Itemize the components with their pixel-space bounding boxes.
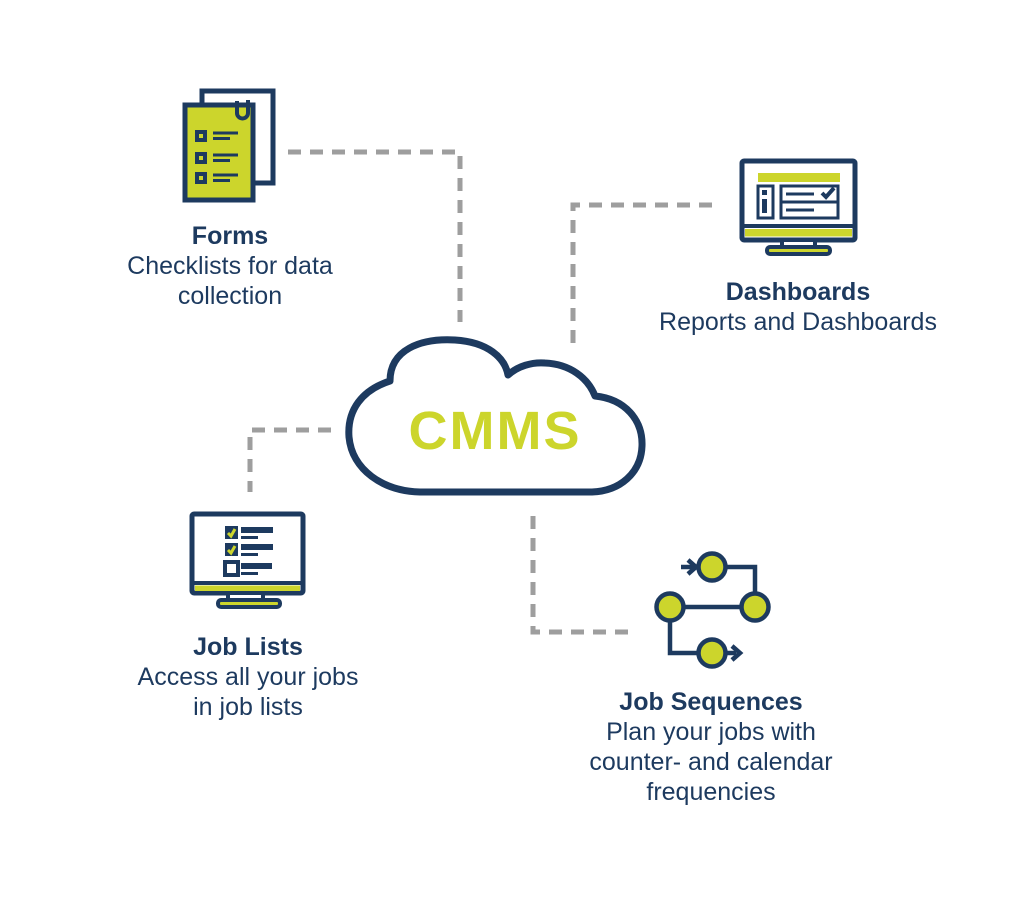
sequence-node-1 xyxy=(696,551,728,583)
dashboard-monitor-icon xyxy=(739,158,858,256)
flow-sequence-icon xyxy=(654,551,771,669)
arrow-out-icon xyxy=(730,644,744,662)
monitor-base xyxy=(216,598,282,609)
job-lists-label-block: Job Lists Access all your jobs in job li… xyxy=(95,632,401,722)
monitor-base xyxy=(765,245,832,256)
checkbox-rows xyxy=(195,130,238,184)
connector-dashboards-to-cloud xyxy=(570,202,712,350)
dashboard-header-bar xyxy=(758,173,840,182)
sequence-node-3 xyxy=(654,591,686,623)
dashboards-title: Dashboards xyxy=(725,278,871,306)
job-sequences-desc-line: counter- and calendar xyxy=(589,748,833,776)
job-sequences-desc-line: frequencies xyxy=(646,778,776,806)
monitor-bezel xyxy=(195,585,300,591)
arrow-in-icon xyxy=(686,558,700,576)
dashboard-side-panel xyxy=(756,184,775,220)
job-lists-title: Job Lists xyxy=(193,633,303,661)
job-sequences-desc-line: Plan your jobs with xyxy=(606,718,816,746)
monitor-bezel xyxy=(745,229,852,237)
job-sequences-label-block: Job Sequences Plan your jobs with counte… xyxy=(546,687,876,807)
forms-desc-line: Checklists for data xyxy=(127,252,333,280)
dashboards-label-block: Dashboards Reports and Dashboards xyxy=(618,277,978,337)
forms-label-block: Forms Checklists for data collection xyxy=(75,221,385,311)
job-lists-desc-line: in job lists xyxy=(193,693,303,721)
connector-cloud-to-joblists xyxy=(247,427,331,492)
dashboards-desc-line: Reports and Dashboards xyxy=(659,308,937,336)
forms-desc-line: collection xyxy=(177,282,283,310)
cloud-icon xyxy=(345,336,646,496)
forms-title: Forms xyxy=(191,222,269,250)
job-lists-desc-line: Access all your jobs xyxy=(137,663,359,691)
sequence-node-2 xyxy=(739,591,771,623)
job-list-monitor-icon xyxy=(189,511,306,609)
job-list-rows xyxy=(223,526,273,577)
cmms-label: CMMS xyxy=(408,401,582,461)
job-sequences-title: Job Sequences xyxy=(619,688,803,716)
paperclip-icon xyxy=(235,100,250,121)
connector-cloud-to-jobsequences xyxy=(530,516,637,635)
sequence-node-4 xyxy=(696,637,728,669)
checklist-document-icon xyxy=(182,88,276,203)
check-icon xyxy=(820,186,836,200)
sequence-arrows xyxy=(667,558,758,662)
